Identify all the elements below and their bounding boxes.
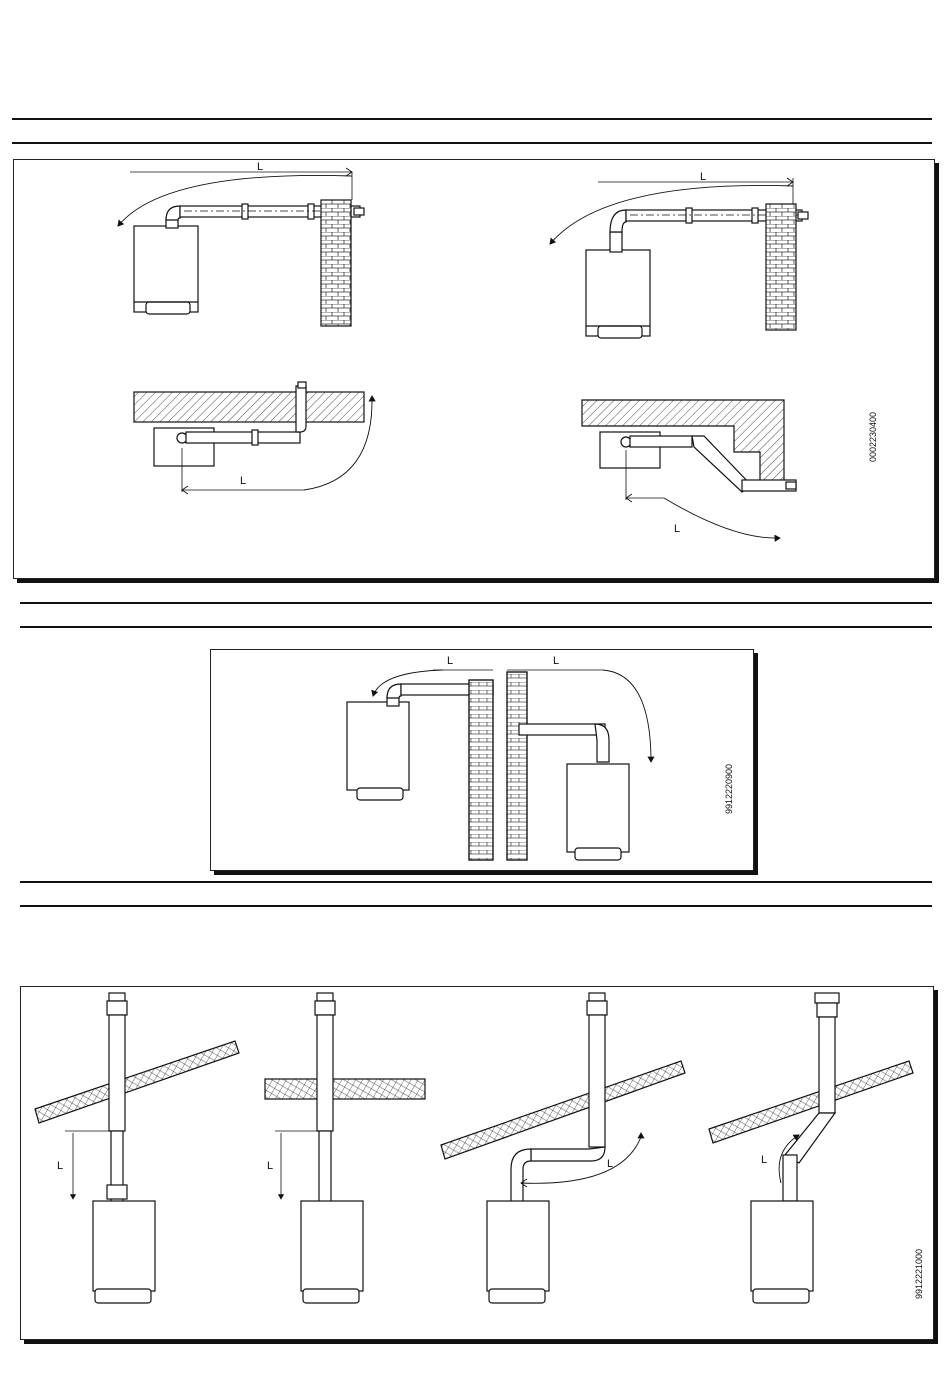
panel-double-wall-flue: L L 9912220900: [210, 649, 754, 871]
panel-1-drawing: L L: [14, 160, 934, 578]
diagram-wall-flue-left: [118, 168, 364, 326]
length-label-1: L: [257, 161, 263, 173]
rule-6: [20, 905, 932, 907]
diagram-ceiling-flue-right: [582, 400, 796, 538]
diagram-double-wall: [347, 670, 651, 860]
length-label-7: L: [57, 1160, 63, 1172]
length-label-4: L: [674, 523, 680, 535]
diagram-ceiling-flue-left: [134, 382, 372, 494]
panel-2-drawing: L L 9912220900: [211, 650, 753, 870]
rule-2: [12, 142, 932, 144]
length-label-5: L: [447, 655, 453, 667]
diagram-roof-offset: [441, 993, 685, 1303]
figure-code-2: 9912220900: [724, 764, 734, 814]
rule-5: [20, 881, 932, 883]
length-label-2: L: [700, 171, 706, 183]
rule-4: [20, 626, 932, 628]
panel-3-drawing: L L L: [21, 987, 933, 1339]
panel-vertical-flue: L L L: [20, 986, 934, 1340]
diagram-roof-angled: [709, 993, 913, 1303]
length-label-10: L: [761, 1154, 767, 1166]
diagram-wall-flue-right: [550, 178, 808, 338]
rule-3: [20, 602, 932, 604]
panel-horizontal-flue: L L: [13, 159, 935, 579]
length-label-8: L: [267, 1160, 273, 1172]
length-label-6: L: [553, 655, 559, 667]
length-label-9: L: [607, 1158, 613, 1170]
figure-code-3: 9912221000: [914, 1249, 924, 1299]
diagram-roof-sloped-1: [35, 993, 239, 1303]
rule-1: [12, 118, 932, 120]
length-label-3: L: [240, 475, 246, 487]
diagram-roof-flat: [265, 993, 425, 1303]
figure-code-1: 0002230400: [868, 412, 878, 462]
